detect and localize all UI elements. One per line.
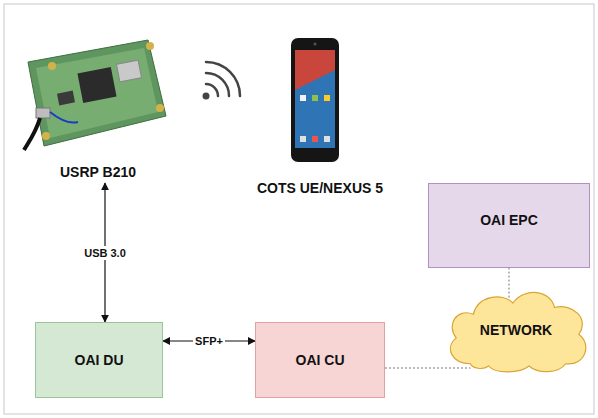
wifi-symbol — [203, 62, 241, 100]
process-box: OAI EPC — [428, 183, 590, 268]
node-label: OAI DU — [75, 352, 124, 368]
connector — [385, 368, 470, 369]
process-box: OAI DU — [35, 322, 163, 398]
connector-label: SFP+ — [193, 334, 225, 348]
node-label: OAI EPC — [480, 212, 538, 228]
device-label-group: COTS UE/NEXUS 5 — [248, 30, 392, 196]
node-label: OAI CU — [296, 352, 345, 368]
outer-frame — [4, 4, 594, 414]
phone-illustration — [291, 38, 339, 162]
node-label: COTS UE/NEXUS 5 — [257, 180, 383, 196]
connector — [509, 268, 510, 298]
connector-label: USB 3.0 — [82, 246, 128, 260]
device-label-group: USRP B210 — [18, 30, 178, 180]
node-label: NETWORK — [480, 322, 552, 338]
network-cloud: NETWORK — [440, 285, 592, 375]
node-label: USRP B210 — [60, 164, 136, 180]
process-box: OAI CU — [255, 322, 385, 398]
usrp-board-illustration — [24, 40, 166, 150]
